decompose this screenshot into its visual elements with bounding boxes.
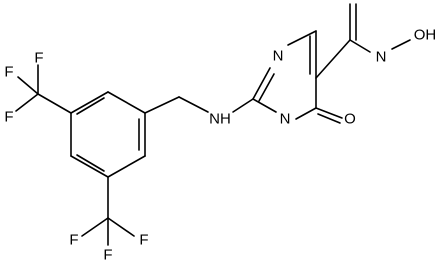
amine-nh-label: NH: [209, 111, 231, 128]
bond: [107, 217, 135, 237]
fluorine-atom-label: F: [103, 247, 112, 264]
pyrimidine-ring: N N: [252, 30, 317, 128]
fluorine-atom-label: F: [34, 50, 43, 67]
bond: [70, 155, 109, 178]
bond: [232, 98, 254, 113]
hydroxyl-oh-label: OH: [414, 27, 437, 44]
bond: [391, 39, 411, 50]
pyrimidine-n1-label: N: [273, 48, 284, 65]
bond: [37, 93, 72, 114]
bond: [258, 73, 275, 102]
bond: [315, 107, 343, 119]
bond: [81, 217, 109, 237]
bond: [349, 39, 371, 53]
pyrimidine-n3-label: N: [280, 111, 291, 128]
bond: [295, 107, 317, 120]
bond: [315, 39, 351, 79]
fluorine-atom-label: F: [139, 232, 148, 249]
bond: [178, 96, 209, 113]
ring-carbonyl: O: [315, 107, 356, 128]
bond: [287, 30, 317, 46]
methylene-linker: NH: [144, 96, 254, 128]
fluorine-atom-label: F: [4, 64, 13, 81]
double-bond-inner: [76, 154, 105, 172]
bond: [144, 96, 180, 114]
bond: [107, 155, 146, 178]
hydroxamic-acid-group: N OH: [315, 3, 437, 79]
fluorine-atom-label: F: [4, 109, 13, 126]
double-bond-inner: [76, 97, 105, 115]
trifluoromethyl-group-lower: F F F: [69, 176, 149, 264]
amide-n-label: N: [376, 49, 387, 66]
bond: [17, 76, 39, 95]
bond: [252, 98, 277, 113]
bond: [15, 93, 39, 112]
bond: [317, 113, 341, 124]
fluorine-atom-label: F: [69, 232, 78, 249]
benzene-ring: [70, 91, 146, 178]
bond: [107, 91, 146, 114]
oxygen-atom-label: O: [344, 111, 356, 128]
bond: [70, 91, 109, 114]
bond: [252, 67, 271, 100]
trifluoromethyl-group-upper: F F F: [4, 50, 72, 126]
